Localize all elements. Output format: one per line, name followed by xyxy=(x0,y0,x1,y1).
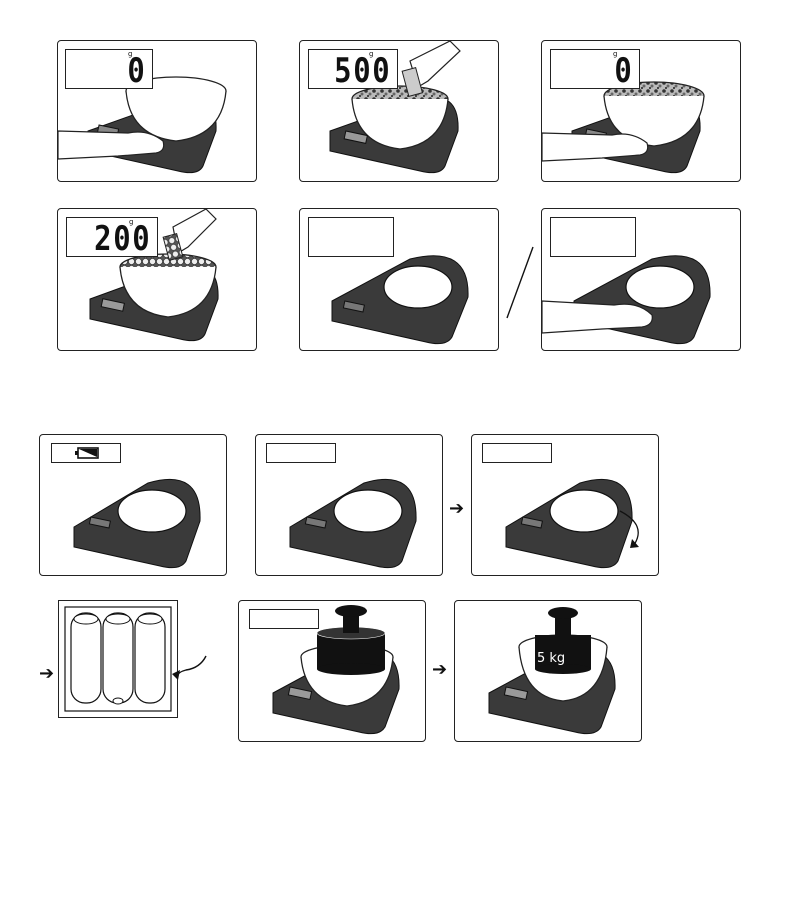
main-display: g 0 xyxy=(550,49,640,89)
step-panel-add-500: g 500 xyxy=(299,40,499,182)
step-panel-blank-display xyxy=(255,434,443,576)
weighing-ring xyxy=(118,490,186,532)
weight-label: 5 kg xyxy=(537,651,565,666)
display-value: 200 xyxy=(94,219,151,259)
insert-arrow-icon: ➔ xyxy=(39,665,54,683)
step-panel-power-on xyxy=(541,208,741,351)
main-display: g 200 xyxy=(66,217,158,257)
main-display: g 0 xyxy=(65,49,153,89)
next-step-arrow-icon: ➔ xyxy=(432,661,447,679)
main-display: g 500 xyxy=(308,49,398,89)
step-panel-battery-low xyxy=(39,434,227,576)
weighing-ring xyxy=(384,266,452,308)
step-panel-weight-5kg: 5 kg xyxy=(454,600,642,742)
main-display xyxy=(266,443,336,463)
display-value: 500 xyxy=(334,51,391,91)
main-display xyxy=(249,609,319,629)
step-panel-tare-again: g 0 xyxy=(541,40,741,182)
main-display xyxy=(51,443,121,463)
display-value: 0 xyxy=(127,51,146,91)
step-panel-tare-empty: g 0 xyxy=(57,40,257,182)
step-panel-rotate xyxy=(471,434,659,576)
main-display xyxy=(482,443,552,463)
battery-cell-icon xyxy=(71,613,165,704)
weighing-ring xyxy=(550,490,618,532)
step-panel-add-200: g 200 xyxy=(57,208,257,351)
battery-compartment-panel xyxy=(58,600,178,718)
display-value: 0 xyxy=(614,51,633,91)
battery-compartment xyxy=(59,601,177,717)
step-panel-empty-scale xyxy=(299,208,499,351)
weighing-ring xyxy=(334,490,402,532)
main-display xyxy=(550,217,636,257)
scale-illustration xyxy=(455,601,641,741)
step-panel-calibration-weight xyxy=(238,600,426,742)
battery-low-icon xyxy=(52,444,120,462)
calibration-weight-icon xyxy=(317,605,385,675)
main-display xyxy=(308,217,394,257)
next-step-arrow-icon: ➔ xyxy=(449,500,464,518)
weighing-ring xyxy=(626,266,694,308)
